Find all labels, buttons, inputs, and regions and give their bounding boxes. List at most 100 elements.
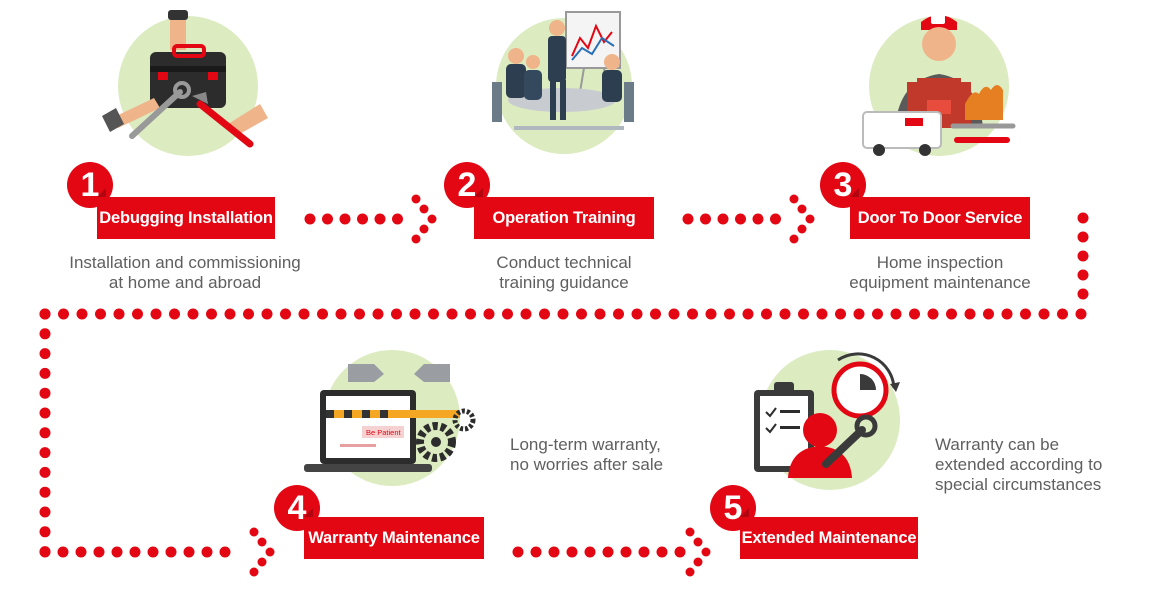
flow-dot	[631, 308, 643, 320]
flow-dot	[249, 527, 259, 537]
flow-dot	[206, 308, 217, 320]
flow-dot	[835, 308, 846, 320]
flow-dot	[816, 308, 828, 320]
flow-dot	[261, 308, 273, 320]
laptop-screen-text: Be Patient	[366, 428, 402, 437]
clipboard-clock-icon	[754, 350, 900, 490]
flow-dot	[872, 308, 883, 320]
flow-dot	[57, 546, 69, 558]
flow-dot	[132, 308, 143, 320]
step-description: Long-term warranty,no worries after sale	[510, 435, 664, 474]
flow-dot	[39, 546, 51, 558]
flow-dot	[169, 308, 180, 320]
flow-dot	[650, 308, 661, 320]
flow-dot	[391, 308, 402, 320]
flow-dot	[317, 308, 328, 320]
step-label-debugging-installation: Debugging Installation	[97, 188, 275, 239]
step-label-extended-maintenance: Extended Maintenance	[740, 508, 918, 559]
flow-dot	[761, 308, 772, 320]
flow-dot	[530, 546, 542, 558]
flow-dot	[1077, 231, 1089, 243]
flow-dot	[638, 546, 650, 558]
flow-dot	[39, 486, 51, 498]
flow-dot	[742, 308, 754, 320]
flow-dot	[512, 546, 524, 558]
flow-dot	[752, 213, 764, 225]
flow-dot	[419, 204, 429, 214]
flow-dot	[75, 546, 87, 558]
step-number-badge: 3	[820, 162, 866, 208]
flow-dot	[304, 213, 316, 225]
flow-dot	[219, 546, 231, 558]
flow-dot	[165, 546, 177, 558]
step-label-warranty-maintenance: Warranty Maintenance	[304, 508, 484, 559]
flow-dot	[39, 526, 51, 538]
flow-dot	[693, 557, 703, 567]
flow-dot	[983, 308, 994, 320]
flow-dot	[1075, 308, 1087, 320]
flow-dot	[113, 308, 125, 320]
flow-dot	[735, 213, 746, 225]
flow-dot	[354, 308, 365, 320]
flow-dot	[411, 194, 421, 204]
flow-dot	[372, 308, 384, 320]
step-number-badge: 4	[274, 485, 320, 531]
flow-dot	[446, 308, 458, 320]
flow-dot	[927, 308, 939, 320]
flow-dot	[249, 567, 259, 577]
flow-dot	[392, 213, 403, 225]
flow-dot	[95, 308, 106, 320]
flow-dot	[39, 328, 51, 340]
flow-dot	[483, 308, 495, 320]
flow-dot	[39, 407, 51, 419]
flow-dot	[322, 213, 333, 225]
flow-dot	[1077, 212, 1089, 224]
flow-dot	[705, 308, 717, 320]
flow-dot	[717, 213, 729, 225]
laptop-repair-icon: Be Patient	[304, 350, 476, 486]
flow-dot	[613, 308, 624, 320]
flow-dot	[1001, 308, 1013, 320]
flow-dot	[1077, 269, 1089, 281]
flow-dot	[1020, 308, 1031, 320]
step-label-door-to-door-service: Door To Door Service	[850, 188, 1030, 239]
flow-dot	[147, 546, 159, 558]
flow-dot	[428, 308, 439, 320]
flow-dot	[58, 308, 69, 320]
flow-dot	[789, 194, 799, 204]
flow-dot	[797, 224, 807, 234]
flow-dot	[620, 546, 632, 558]
flow-dot	[335, 308, 347, 320]
flow-dot	[548, 546, 560, 558]
flow-dot	[770, 213, 781, 225]
flow-dot	[1077, 250, 1089, 262]
flow-dot	[339, 213, 351, 225]
flow-dot	[674, 546, 686, 558]
flow-dot	[1077, 288, 1089, 300]
meeting-icon	[492, 11, 634, 154]
flow-dot	[700, 213, 711, 225]
flow-dot	[298, 308, 310, 320]
flow-dot	[656, 546, 668, 558]
flow-dot	[76, 308, 88, 320]
flow-dot	[576, 308, 587, 320]
flow-dot	[789, 234, 799, 244]
flow-dot	[265, 547, 275, 557]
flow-dot	[257, 537, 267, 547]
flow-dot	[465, 308, 476, 320]
flow-dot	[111, 546, 123, 558]
flow-dot	[39, 427, 51, 439]
flow-dot	[797, 204, 807, 214]
flow-dot	[357, 213, 368, 225]
flow-dot	[693, 537, 703, 547]
flow-dot	[724, 308, 735, 320]
flow-dot	[427, 214, 437, 224]
flow-dot	[779, 308, 791, 320]
flow-dot	[1038, 308, 1050, 320]
flow-dot	[539, 308, 550, 320]
flow-dot	[39, 506, 51, 518]
flow-dot	[257, 557, 267, 567]
flow-dot	[150, 308, 162, 320]
flow-dot	[682, 213, 694, 225]
